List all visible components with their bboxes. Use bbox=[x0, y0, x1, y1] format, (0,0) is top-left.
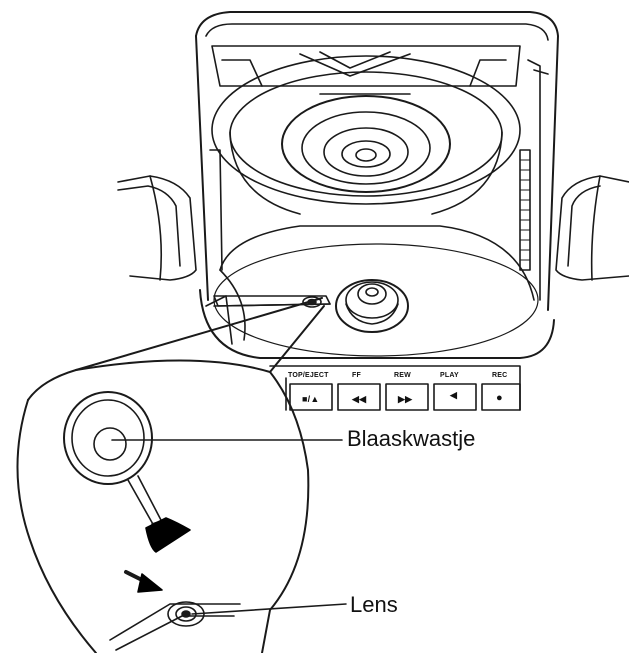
direction-arrow bbox=[124, 570, 163, 593]
blower-brush bbox=[63, 391, 191, 553]
leader-line-lens bbox=[191, 603, 347, 615]
callout-label-brush: Blaaskwastje bbox=[347, 426, 476, 451]
rewind-icon: ▶▶ bbox=[398, 394, 413, 404]
open-lid bbox=[195, 11, 559, 311]
stop-eject-icon: ■/▲ bbox=[302, 394, 320, 404]
fast-forward-icon: ◀◀ bbox=[352, 394, 367, 404]
play-icon: ◀ bbox=[450, 390, 458, 400]
device-side-wings bbox=[117, 175, 629, 281]
button-label-ff: FF bbox=[352, 372, 361, 379]
lid-disc-holder bbox=[211, 55, 521, 215]
hinge-gear bbox=[209, 149, 531, 271]
button-label-top-eject: TOP/EJECT bbox=[288, 372, 329, 379]
record-icon: ● bbox=[496, 392, 503, 404]
button-label-play: PLAY bbox=[440, 372, 459, 379]
deck-spindle bbox=[335, 279, 409, 333]
magnifier-callout bbox=[16, 297, 325, 654]
button-label-rew: REW bbox=[394, 372, 411, 379]
callout-label-lens: Lens bbox=[350, 592, 398, 617]
lens-detail bbox=[109, 601, 241, 651]
disc-tray bbox=[199, 225, 555, 359]
button-label-rec: REC bbox=[492, 372, 508, 379]
button-panel bbox=[269, 365, 521, 411]
